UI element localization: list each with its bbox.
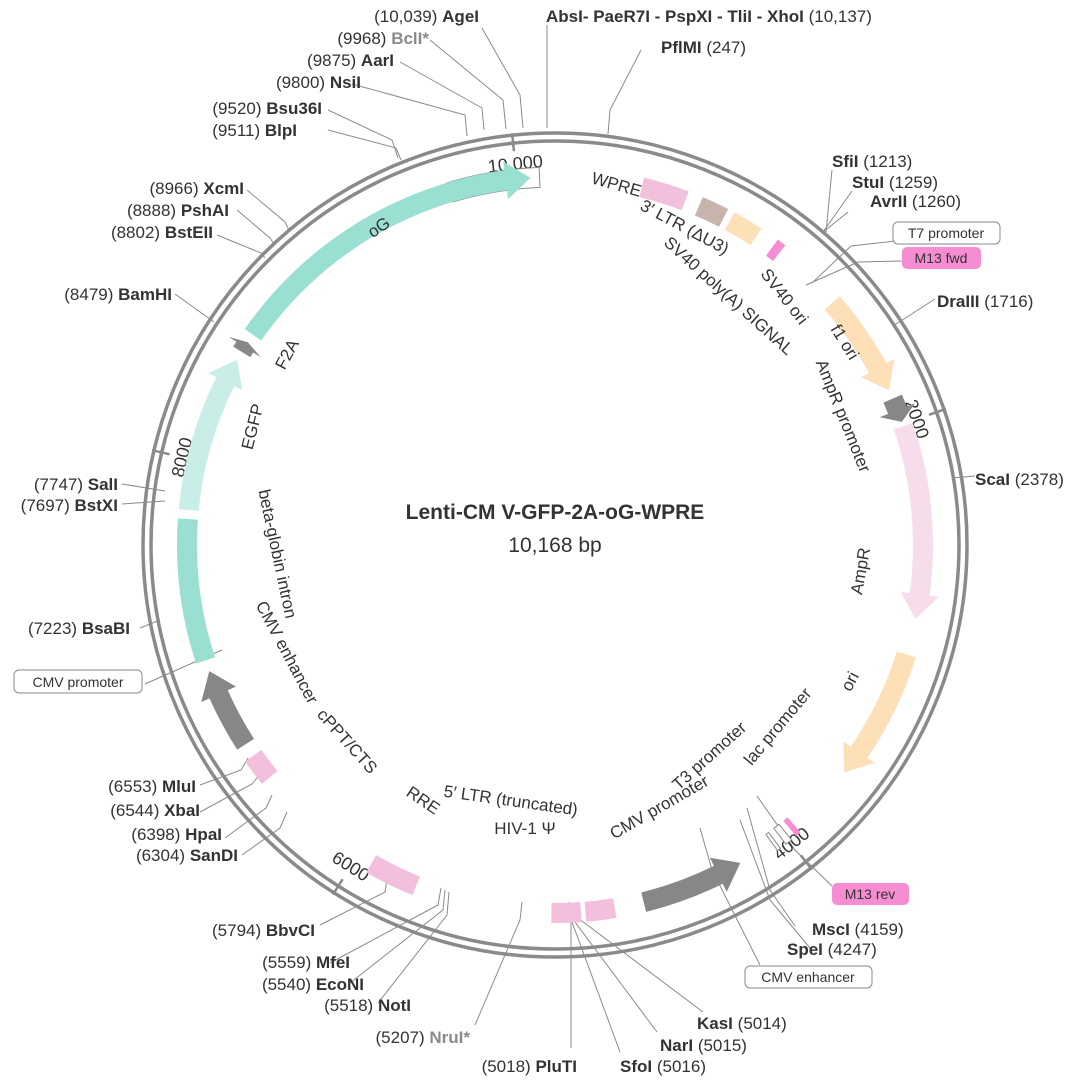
site-label-bstxi: (7697) BstXI [21, 496, 118, 515]
feature-f2a [228, 336, 261, 358]
plasmid-length: 10,168 bp [508, 534, 601, 557]
tick-10000 [510, 133, 516, 152]
backbone-outer-ring [141, 131, 969, 959]
feature-ampr [893, 422, 939, 620]
site-label-sfii: SfiI (1213) [832, 152, 912, 171]
feature-m13fwd-feature [765, 239, 786, 262]
site-label-bsteii: (8802) BstEII [111, 223, 213, 242]
svg-text:CMV enhancer: CMV enhancer [761, 969, 855, 985]
site-label-msci: MscI (4159) [812, 920, 904, 939]
feature-og [244, 161, 531, 341]
site-label-xbai: (6544) XbaI [110, 801, 200, 820]
svg-text:CMV promoter: CMV promoter [32, 674, 123, 690]
svg-text:T7 promoter: T7 promoter [908, 225, 985, 241]
site-label-scai: ScaI (2378) [975, 470, 1064, 489]
backbone-inner-ring [149, 139, 961, 951]
feature-label-cppt: cPPT/CTS [313, 705, 381, 777]
site-label-bsabi: (7223) BsaBI [28, 619, 130, 638]
feature-hiv-psi [584, 898, 617, 922]
feature-sv40-polya [694, 197, 729, 227]
feature-m13rev-feature [783, 817, 801, 837]
svg-text:M13 rev: M13 rev [845, 886, 896, 902]
primer-boxes: T7 promoter M13 fwd M13 rev CMV enhancer… [13, 221, 1001, 989]
site-label-xhoi-group: AbsI- PaeR7I - PspXI - TliI - XhoI (10,1… [546, 7, 872, 26]
feature-label-lac-promoter: lac promoter [740, 684, 816, 769]
feature-ori [843, 651, 916, 773]
feature-label-beta-globin: beta-globin intron [254, 488, 300, 620]
feature-rre [366, 855, 420, 896]
feature-cmv-enhancer-feature [201, 671, 255, 750]
site-label-nrui: (5207) NruI* [376, 1028, 471, 1047]
feature-label-egfp: EGFP [238, 402, 268, 452]
feature-beta-globin-intron [176, 518, 216, 664]
feature-label-cmv-promoter: CMV promoter [607, 771, 713, 843]
feature-label-ampr: AmpR [847, 546, 874, 596]
feature-ampr-promoter [879, 394, 916, 422]
feature-label-5ltr: 5′ LTR (truncated) [443, 782, 579, 820]
tick-label-6000: 6000 [329, 847, 374, 885]
site-label-nsii: (9800) NsiI [276, 73, 361, 92]
site-label-sandi: (6304) SanDI [136, 846, 238, 865]
site-label-plluti: (5018) PluTI [482, 1057, 577, 1076]
feature-label-f2a: F2A [271, 336, 303, 373]
tick-8000 [151, 448, 170, 456]
site-label-pshai: (8888) PshAI [127, 201, 229, 220]
site-label-pflmi: PflMI (247) [661, 38, 746, 57]
feature-egfp [178, 359, 243, 511]
feature-3ltr [639, 177, 689, 211]
site-label-avrii: AvrII (1260) [870, 192, 961, 211]
feature-label-wpre: WPRE [589, 169, 643, 201]
site-label-agei: (10,039) AgeI [374, 7, 479, 26]
site-label-bamhi: (8479) BamHI [64, 285, 172, 304]
site-label-mfei: (5559) MfeI [262, 953, 350, 972]
feature-cmv-promoter-feature [641, 857, 741, 912]
svg-text:M13 fwd: M13 fwd [915, 250, 968, 266]
site-label-bcli: (9968) BclI* [337, 29, 429, 48]
site-label-stui: StuI (1259) [852, 173, 938, 192]
feature-label-ori: ori [837, 669, 863, 695]
site-label-xcmi: (8966) XcmI [149, 179, 244, 198]
site-label-hpai: (6398) HpaI [131, 825, 222, 844]
feature-label-hiv-psi: HIV-1 Ψ [494, 819, 555, 838]
tick-4000 [799, 854, 814, 871]
site-label-aari: (9875) AarI [307, 51, 394, 70]
leader-lines [121, 25, 976, 1053]
tick-6000 [331, 878, 344, 896]
plasmid-title: Lenti-CM V-GFP-2A-oG-WPRE [406, 501, 705, 524]
site-label-spei: SpeI (4247) [787, 940, 877, 959]
feature-label-rre: RRE [403, 783, 443, 819]
site-label-sfoi: SfoI (5016) [620, 1057, 706, 1076]
feature-5ltr [551, 902, 582, 923]
primer-cmv-enhancer: CMV enhancer [744, 965, 873, 989]
site-label-noti: (5518) NotI [324, 996, 411, 1015]
feature-cppt [245, 749, 278, 784]
site-label-bsu36i: (9520) Bsu36I [212, 99, 322, 118]
site-label-blpi: (9511) BlpI [212, 121, 297, 140]
site-label-econi: (5540) EcoNI [262, 975, 364, 994]
site-label-sali: (7747) SalI [34, 475, 118, 494]
features [176, 161, 939, 923]
primer-m13-rev: M13 rev [832, 883, 909, 905]
feature-label-t3-promoter: T3 promoter [669, 718, 751, 794]
primer-t7: T7 promoter [892, 221, 1001, 245]
site-label-mlui: (6553) MluI [108, 777, 196, 796]
site-label-kasi: KasI (5014) [697, 1014, 787, 1033]
site-label-nari: NarI (5015) [660, 1036, 747, 1055]
tick-2000 [928, 407, 947, 417]
feature-label-ampr-promoter: AmpR promoter [812, 357, 875, 476]
restriction-sites: (10,039) AgeI (9968) BclI* (9875) AarI (… [21, 7, 1064, 1076]
feature-lac-promoter [773, 823, 793, 845]
site-label-draiii: DraIII (1716) [937, 292, 1033, 311]
feature-f1-ori [824, 296, 895, 391]
feature-t3-promoter [765, 831, 782, 852]
site-label-bbvci: (5794) BbvCI [212, 921, 315, 940]
primer-m13-fwd: M13 fwd [902, 247, 981, 269]
primer-cmv-promoter: CMV promoter [13, 669, 143, 694]
feature-sv40-ori [724, 212, 762, 246]
